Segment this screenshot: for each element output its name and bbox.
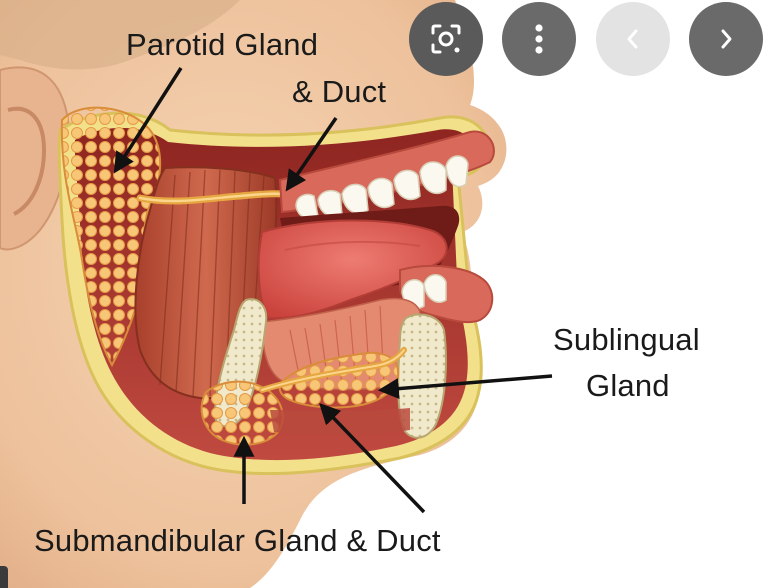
more-vert-icon [534, 22, 544, 56]
lens-icon [429, 22, 463, 56]
chevron-right-icon [716, 27, 736, 51]
more-options-button[interactable] [502, 2, 576, 76]
next-button[interactable] [689, 2, 763, 76]
label-sublingual: Sublingual [553, 320, 700, 360]
label-parotid-gland: Parotid Gland [126, 25, 318, 65]
label-sublingual-gland: Gland [586, 366, 670, 406]
chevron-left-icon [623, 27, 643, 51]
lens-button[interactable] [409, 2, 483, 76]
mylohyoid-band [270, 408, 410, 435]
label-parotid-duct: & Duct [292, 72, 386, 112]
previous-button[interactable] [596, 2, 670, 76]
corner-tab [0, 566, 8, 588]
label-submandibular-gland-duct: Submandibular Gland & Duct [34, 521, 441, 561]
